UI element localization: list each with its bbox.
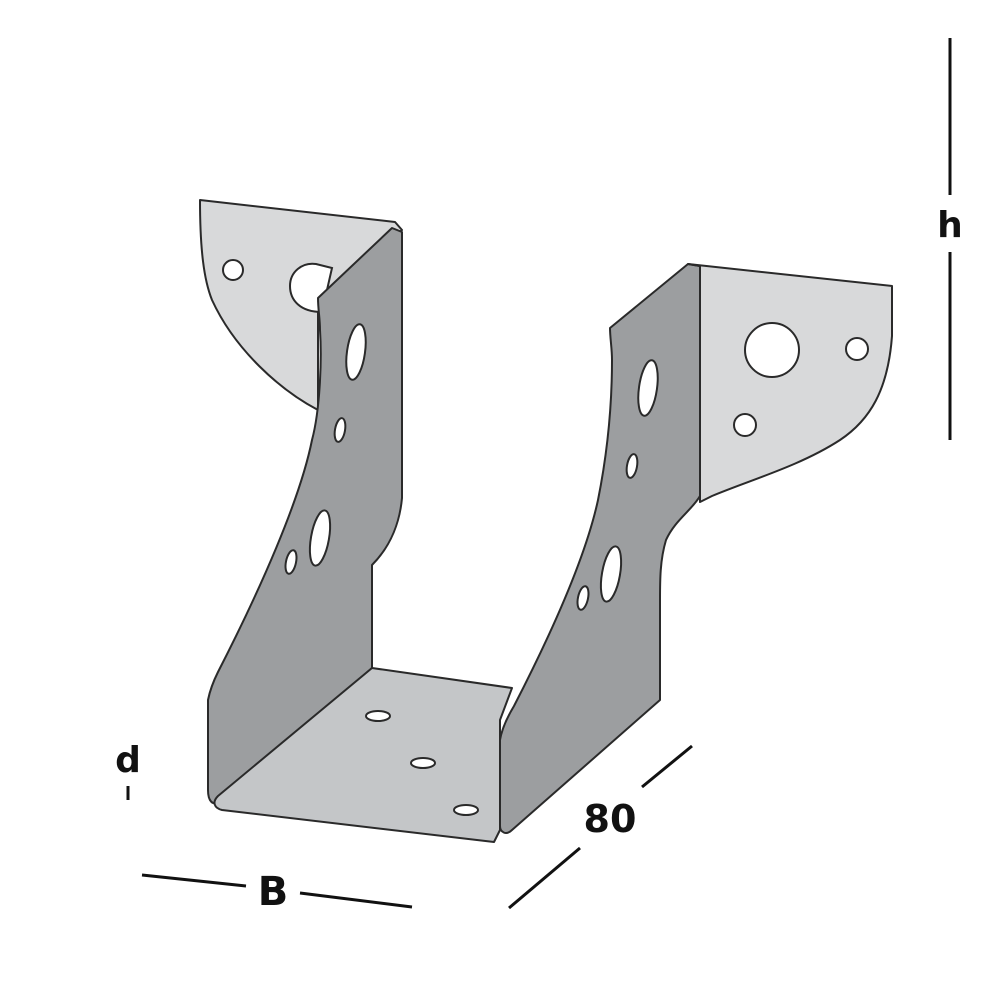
right-wall-hole-2 — [625, 453, 639, 479]
right-wall-hole-3 — [599, 545, 623, 603]
dimension-80-line-upper — [641, 744, 693, 789]
dimension-80-label: 80 — [584, 797, 637, 841]
dimension-80: 80 — [508, 744, 693, 910]
base-hole-2 — [410, 757, 436, 769]
dimension-80-line-lower — [508, 846, 581, 910]
dimension-b-line-left — [141, 873, 247, 888]
left-wall-hole-3 — [308, 509, 332, 567]
right-flange — [687, 263, 893, 503]
left-side-wall — [207, 227, 403, 805]
right-wall-plate — [499, 263, 701, 834]
left-flange-hole-small — [222, 259, 244, 281]
base-hole-1 — [365, 710, 391, 722]
dimension-h-label: h — [937, 205, 963, 246]
right-flange-hole-small-1 — [845, 337, 869, 361]
right-flange-plate — [687, 263, 893, 503]
dimension-b-line-right — [299, 891, 413, 909]
dimension-d-label: d — [115, 740, 141, 781]
right-flange-hole-small-2 — [733, 413, 757, 437]
right-wall-hole-4 — [576, 585, 590, 611]
right-side-wall — [499, 263, 701, 834]
right-wall-hole-1 — [637, 359, 659, 417]
left-wall-hole-1 — [345, 323, 367, 381]
right-flange-hole-large — [744, 322, 800, 378]
left-wall-hole-4 — [284, 549, 298, 575]
left-wall-hole-2 — [333, 417, 347, 443]
dimension-h: h — [937, 38, 963, 440]
dimension-b: B — [141, 869, 413, 915]
base-hole-3 — [453, 804, 479, 816]
dimension-b-label: B — [258, 869, 289, 915]
dimension-d: d — [115, 740, 141, 800]
